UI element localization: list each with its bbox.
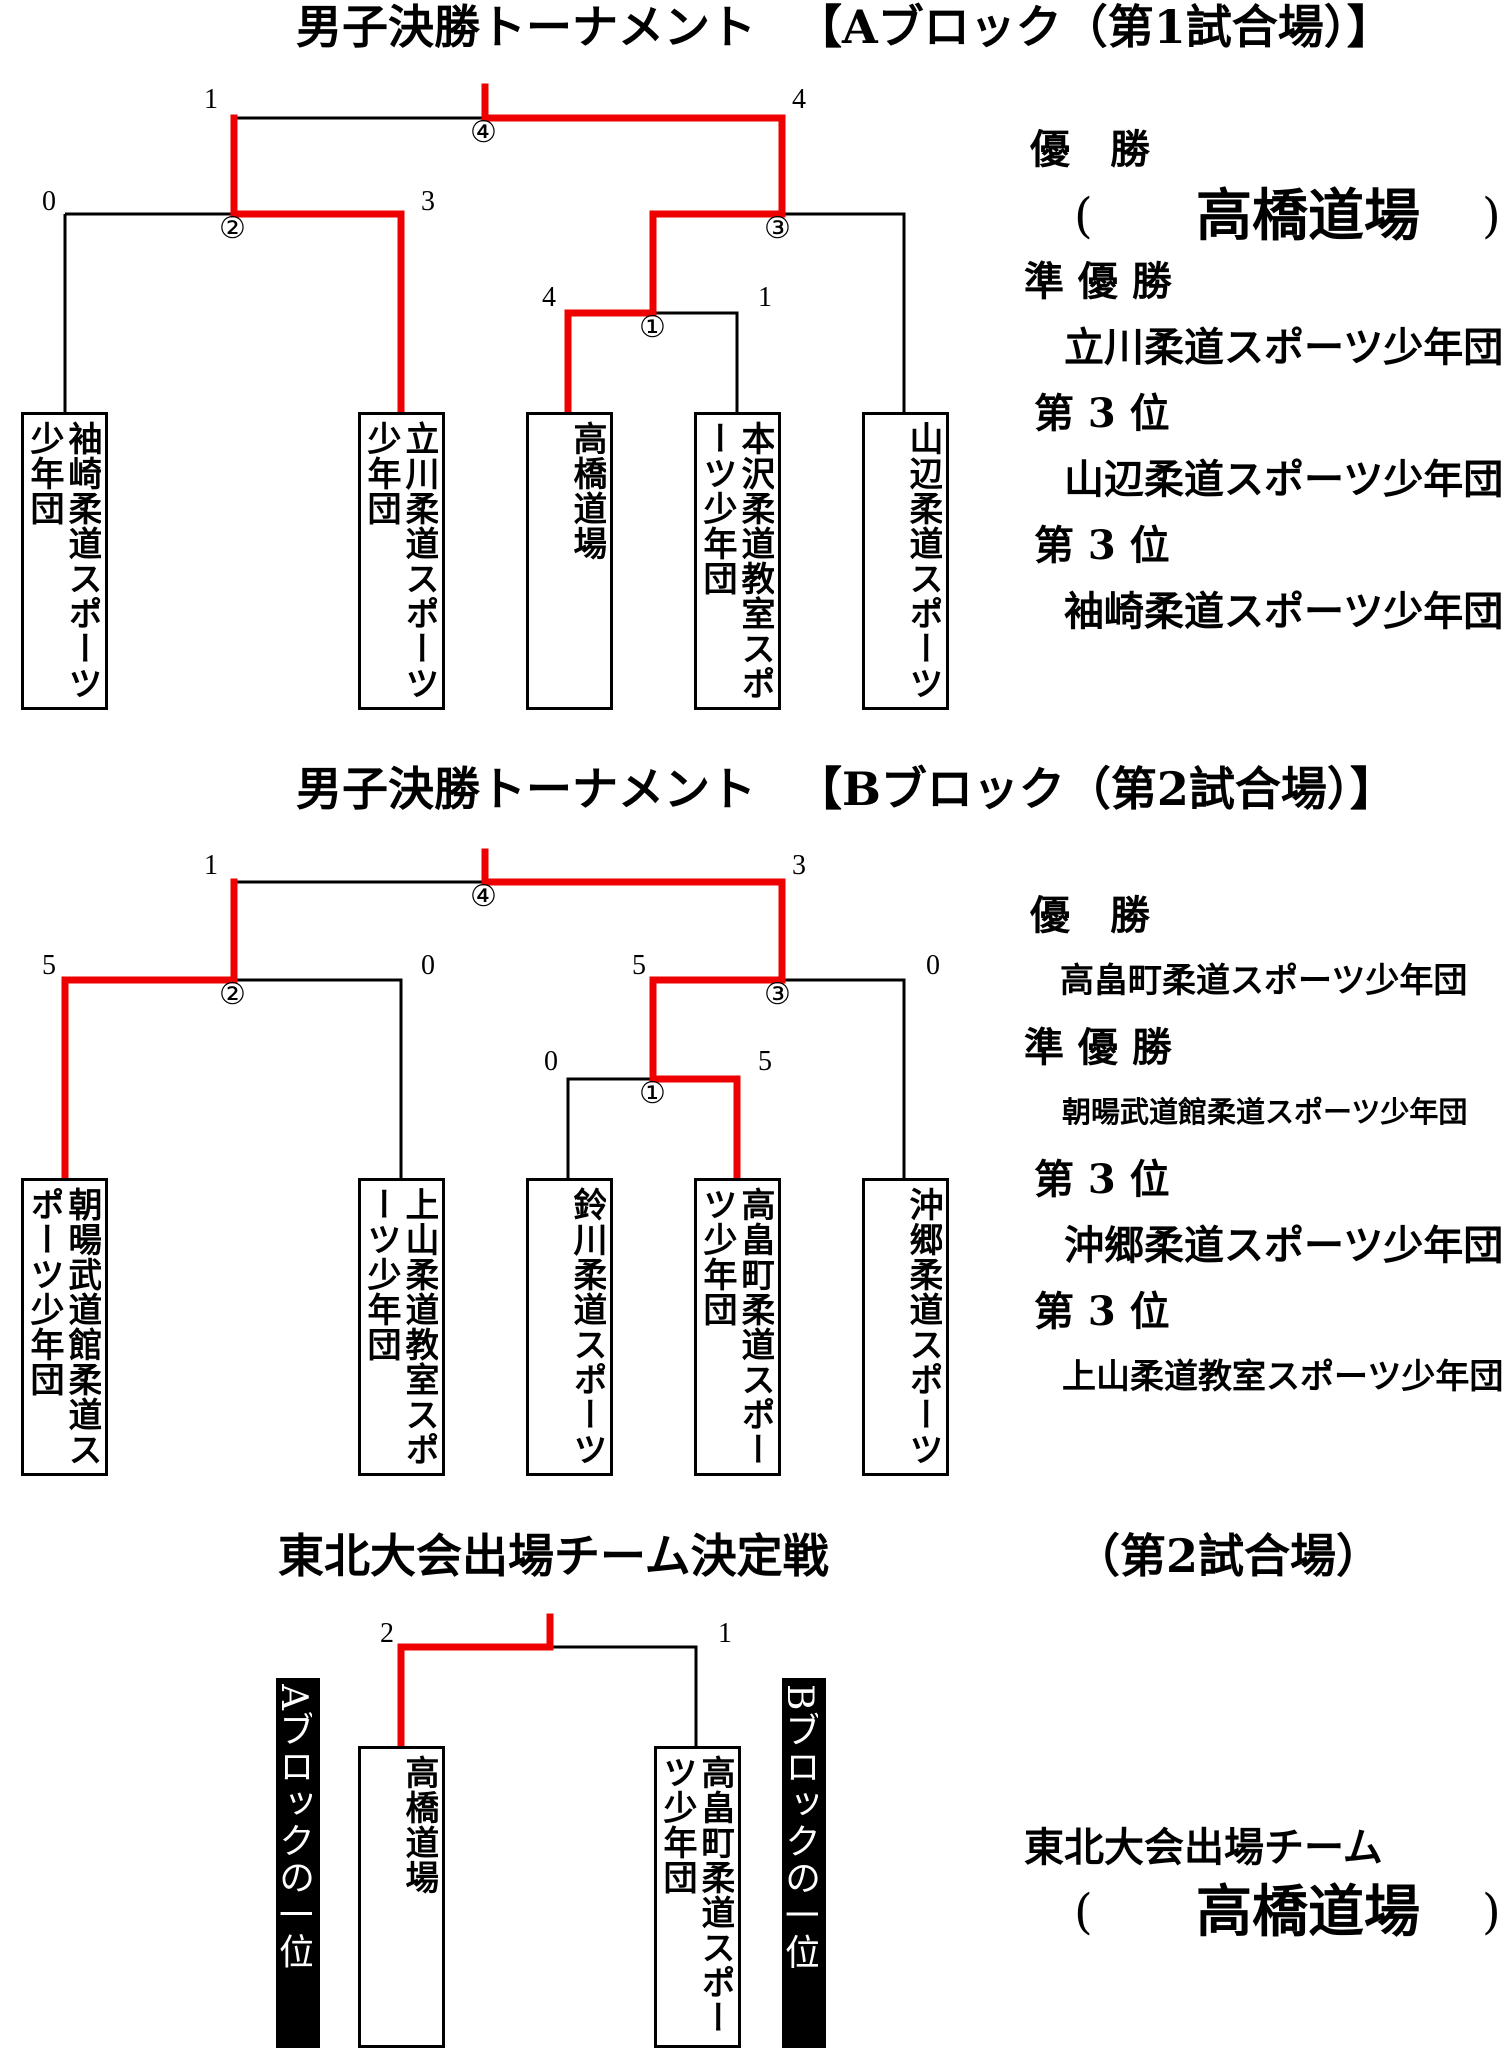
b-third-name-1: 沖郷柔道スポーツ少年団: [1064, 1222, 1504, 1269]
final-result-label: 東北大会出場チーム: [1024, 1824, 1383, 1871]
final-paren-close: ): [1482, 1884, 1501, 1940]
a-team-box: 高橋道場: [526, 412, 613, 710]
b-runner-up-label: 準 優 勝: [1024, 1024, 1172, 1071]
b-final-win-right: [481, 878, 786, 984]
team-name: 高橋道場: [400, 1755, 438, 1895]
a-runner-up-name: 立川柔道スポーツ少年団: [1064, 324, 1504, 371]
b-m2-left-score: 5: [42, 950, 56, 981]
final-right-line: [550, 1645, 698, 1748]
b-m2-left-win: [61, 976, 238, 1184]
b-winner-label: 優 勝: [1030, 892, 1150, 939]
a-third-label-1: 第 3 位: [1034, 390, 1170, 437]
b-team-box: 朝暘武道館柔道スポーツ少年団: [21, 1178, 108, 1476]
b-team-box: 高畠町柔道スポーツ少年団: [694, 1178, 781, 1476]
b-m3-left-win: [649, 976, 786, 1083]
b-block-first-tag: Bブロックの一位: [780, 1678, 826, 2048]
b-m1-right-win: [649, 1075, 741, 1184]
final-heading: 東北大会出場チーム決定戦: [278, 1529, 829, 1583]
team-name: 沖郷柔道スポーツ: [904, 1187, 942, 1467]
team-name: 上山柔道教室スポーツ少年団: [362, 1187, 438, 1467]
a-m4-right-score: 4: [792, 84, 806, 115]
b-team-box: 上山柔道教室スポーツ少年団: [358, 1178, 445, 1476]
b-team-box: 鈴川柔道スポーツ: [526, 1178, 613, 1476]
b-match-4-number: ④: [470, 879, 497, 914]
block-b-heading: 男子決勝トーナメント: [296, 762, 756, 816]
b-runner-up-name: 朝暘武道館柔道スポーツ少年団: [1062, 1095, 1468, 1129]
a-team-box: 袖崎柔道スポーツ少年団: [21, 412, 108, 710]
a-team-box: 山辺柔道スポーツ: [862, 412, 949, 710]
a-m1-left-win: [564, 309, 657, 417]
a-match-4-number: ④: [470, 115, 497, 150]
a-winner-paren-open: (: [1074, 188, 1093, 244]
a-third-name-1: 山辺柔道スポーツ少年団: [1064, 456, 1504, 503]
b-winner-name: 高畠町柔道スポーツ少年団: [1060, 961, 1468, 1001]
block-b-label: 【Bブロック（第2試合場）】: [796, 762, 1396, 816]
a-final-win-right: [481, 114, 786, 218]
team-name: 朝暘武道館柔道スポーツ少年団: [25, 1187, 101, 1467]
b-m2-right-score: 0: [421, 950, 435, 981]
a-match-1-number: ①: [639, 310, 666, 345]
team-name: 高畠町柔道スポーツ少年団: [698, 1187, 774, 1467]
a-block-first-tag: Aブロックの一位: [274, 1678, 320, 2048]
a-m3-left-win: [649, 210, 786, 317]
final-venue: （第2試合場）: [1074, 1529, 1383, 1583]
b-m1-right-score: 5: [758, 1046, 772, 1077]
b-m1-left-score: 0: [544, 1046, 558, 1077]
a-team-box: 立川柔道スポーツ少年団: [358, 412, 445, 710]
final-left-win: [397, 1643, 554, 1752]
a-team-box: 本沢柔道教室スポーツ少年団: [694, 412, 781, 710]
team-name: 高畠町柔道スポーツ少年団: [658, 1755, 734, 2035]
b-m3-left-score: 5: [632, 950, 646, 981]
b-m4-left-score: 1: [204, 850, 218, 881]
block-a-heading: 男子決勝トーナメント: [296, 0, 756, 54]
a-m2-right-score: 3: [421, 186, 435, 217]
b-m4-right-score: 3: [792, 850, 806, 881]
a-m4-left-score: 1: [204, 84, 218, 115]
b-match-2-number: ②: [219, 977, 246, 1012]
b-m1-left: [566, 1077, 653, 1180]
b-third-name-2: 上山柔道教室スポーツ少年団: [1062, 1357, 1504, 1397]
b-m3-right: [782, 978, 906, 1180]
b-m2-right: [234, 978, 403, 1180]
b-m3-right-score: 0: [926, 950, 940, 981]
team-name: 本沢柔道教室スポーツ少年団: [698, 421, 774, 701]
team-name: 袖崎柔道スポーツ少年団: [25, 421, 101, 701]
team-name: 高橋道場: [568, 421, 606, 561]
block-a-label: 【Aブロック（第1試合場）】: [796, 0, 1393, 54]
a-m1-left-score: 4: [542, 282, 556, 313]
b-third-label-1: 第 3 位: [1034, 1156, 1170, 1203]
a-runner-up-label: 準 優 勝: [1024, 258, 1172, 305]
a-m1-right: [653, 311, 739, 413]
a-match-2-number: ②: [219, 211, 246, 246]
final-result-team: 高橋道場: [1196, 1879, 1420, 1945]
a-winner-paren-close: ): [1482, 188, 1501, 244]
final-left-score: 2: [380, 1618, 394, 1649]
a-winner-label: 優 勝: [1030, 126, 1150, 173]
team-name: 鈴川柔道スポーツ: [568, 1187, 606, 1467]
a-m2-right-win: [230, 210, 405, 417]
a-match-3-number: ③: [764, 211, 791, 246]
b-team-box: 沖郷柔道スポーツ: [862, 1178, 949, 1476]
a-third-name-2: 袖崎柔道スポーツ少年団: [1064, 588, 1504, 635]
team-name: 立川柔道スポーツ少年団: [362, 421, 438, 701]
final-paren-open: (: [1074, 1884, 1093, 1940]
final-right-team-box: 高畠町柔道スポーツ少年団: [654, 1746, 741, 2048]
a-winner-name: 高橋道場: [1196, 183, 1420, 249]
b-match-3-number: ③: [764, 977, 791, 1012]
b-third-label-2: 第 3 位: [1034, 1288, 1170, 1335]
final-left-team-box: 高橋道場: [358, 1746, 445, 2048]
final-right-score: 1: [718, 1618, 732, 1649]
a-m1-right-score: 1: [758, 282, 772, 313]
a-m3-right: [782, 212, 906, 413]
team-name: 山辺柔道スポーツ: [904, 421, 942, 701]
a-m2-left-score: 0: [42, 186, 56, 217]
b-match-1-number: ①: [639, 1076, 666, 1111]
a-third-label-2: 第 3 位: [1034, 522, 1170, 569]
